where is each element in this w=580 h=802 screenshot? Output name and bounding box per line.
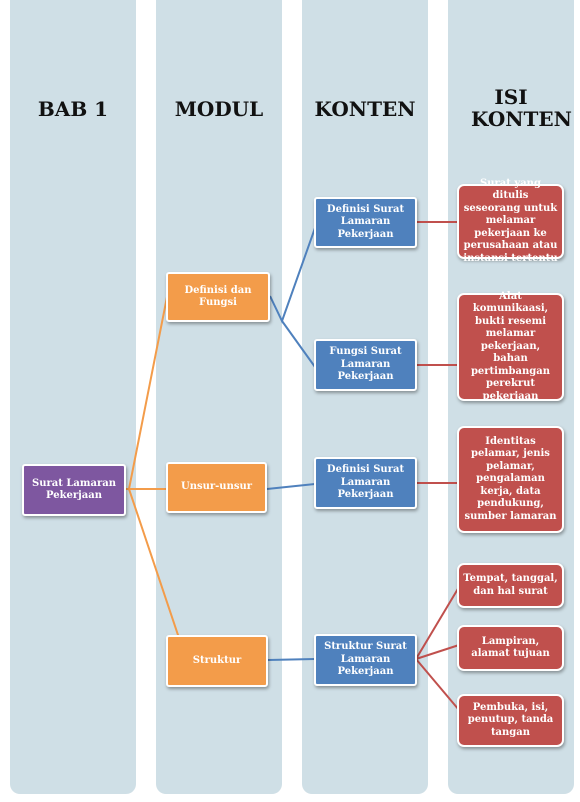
column-isi-heading: ISI KONTEN [471,85,572,131]
isi-lampiran-node[interactable]: Lampiran, alamat tujuan [457,625,564,671]
column-konten-heading: KONTEN [314,97,416,121]
isi-pembuka-node[interactable]: Pembuka, isi, penutup, tanda tangan [457,694,564,747]
konten-struktur-node[interactable]: Struktur Surat Lamaran Pekerjaan [314,634,417,686]
column-modul-heading: MODUL [174,97,264,121]
connector-root-definisi [125,296,168,490]
connector-konten4-isi5 [415,644,460,660]
isi-tempat-node[interactable]: Tempat, tanggal, dan hal surat [457,563,564,608]
konten-definisi-2-node[interactable]: Definisi Surat Lamaran Pekerjaan [314,457,417,509]
root-node[interactable]: Surat Lamaran Pekerjaan [22,464,126,516]
connector-root-struktur [125,488,180,639]
connector-unsur-konten3 [266,483,316,490]
modul-unsur-node[interactable]: Unsur-unsur [166,462,267,513]
modul-definisi-node[interactable]: Definisi dan Fungsi [166,272,270,322]
konten-fungsi-node[interactable]: Fungsi Surat Lamaran Pekerjaan [314,339,417,391]
isi-fungsi-node[interactable]: Alat komunikaasi, bukti resemi melamar p… [457,291,564,402]
isi-unsur-node[interactable]: Identitas pelamar, jenis pelamar, pengal… [457,426,564,533]
connector-struktur-konten4 [267,658,316,661]
connector-definisi-konten1 [269,227,316,324]
connector-konten4-isi6 [415,658,460,711]
connector-konten4-isi4 [415,586,460,660]
column-bab-heading: BAB 1 [37,97,109,121]
column-bab: BAB 1 [10,0,136,794]
modul-struktur-node[interactable]: Struktur [166,635,268,687]
konten-definisi-node[interactable]: Definisi Surat Lamaran Pekerjaan [314,197,417,248]
connector-definisi-konten2 [281,320,316,368]
isi-definisi-node[interactable]: Surat yang ditulis seseorang untuk melam… [457,178,564,264]
